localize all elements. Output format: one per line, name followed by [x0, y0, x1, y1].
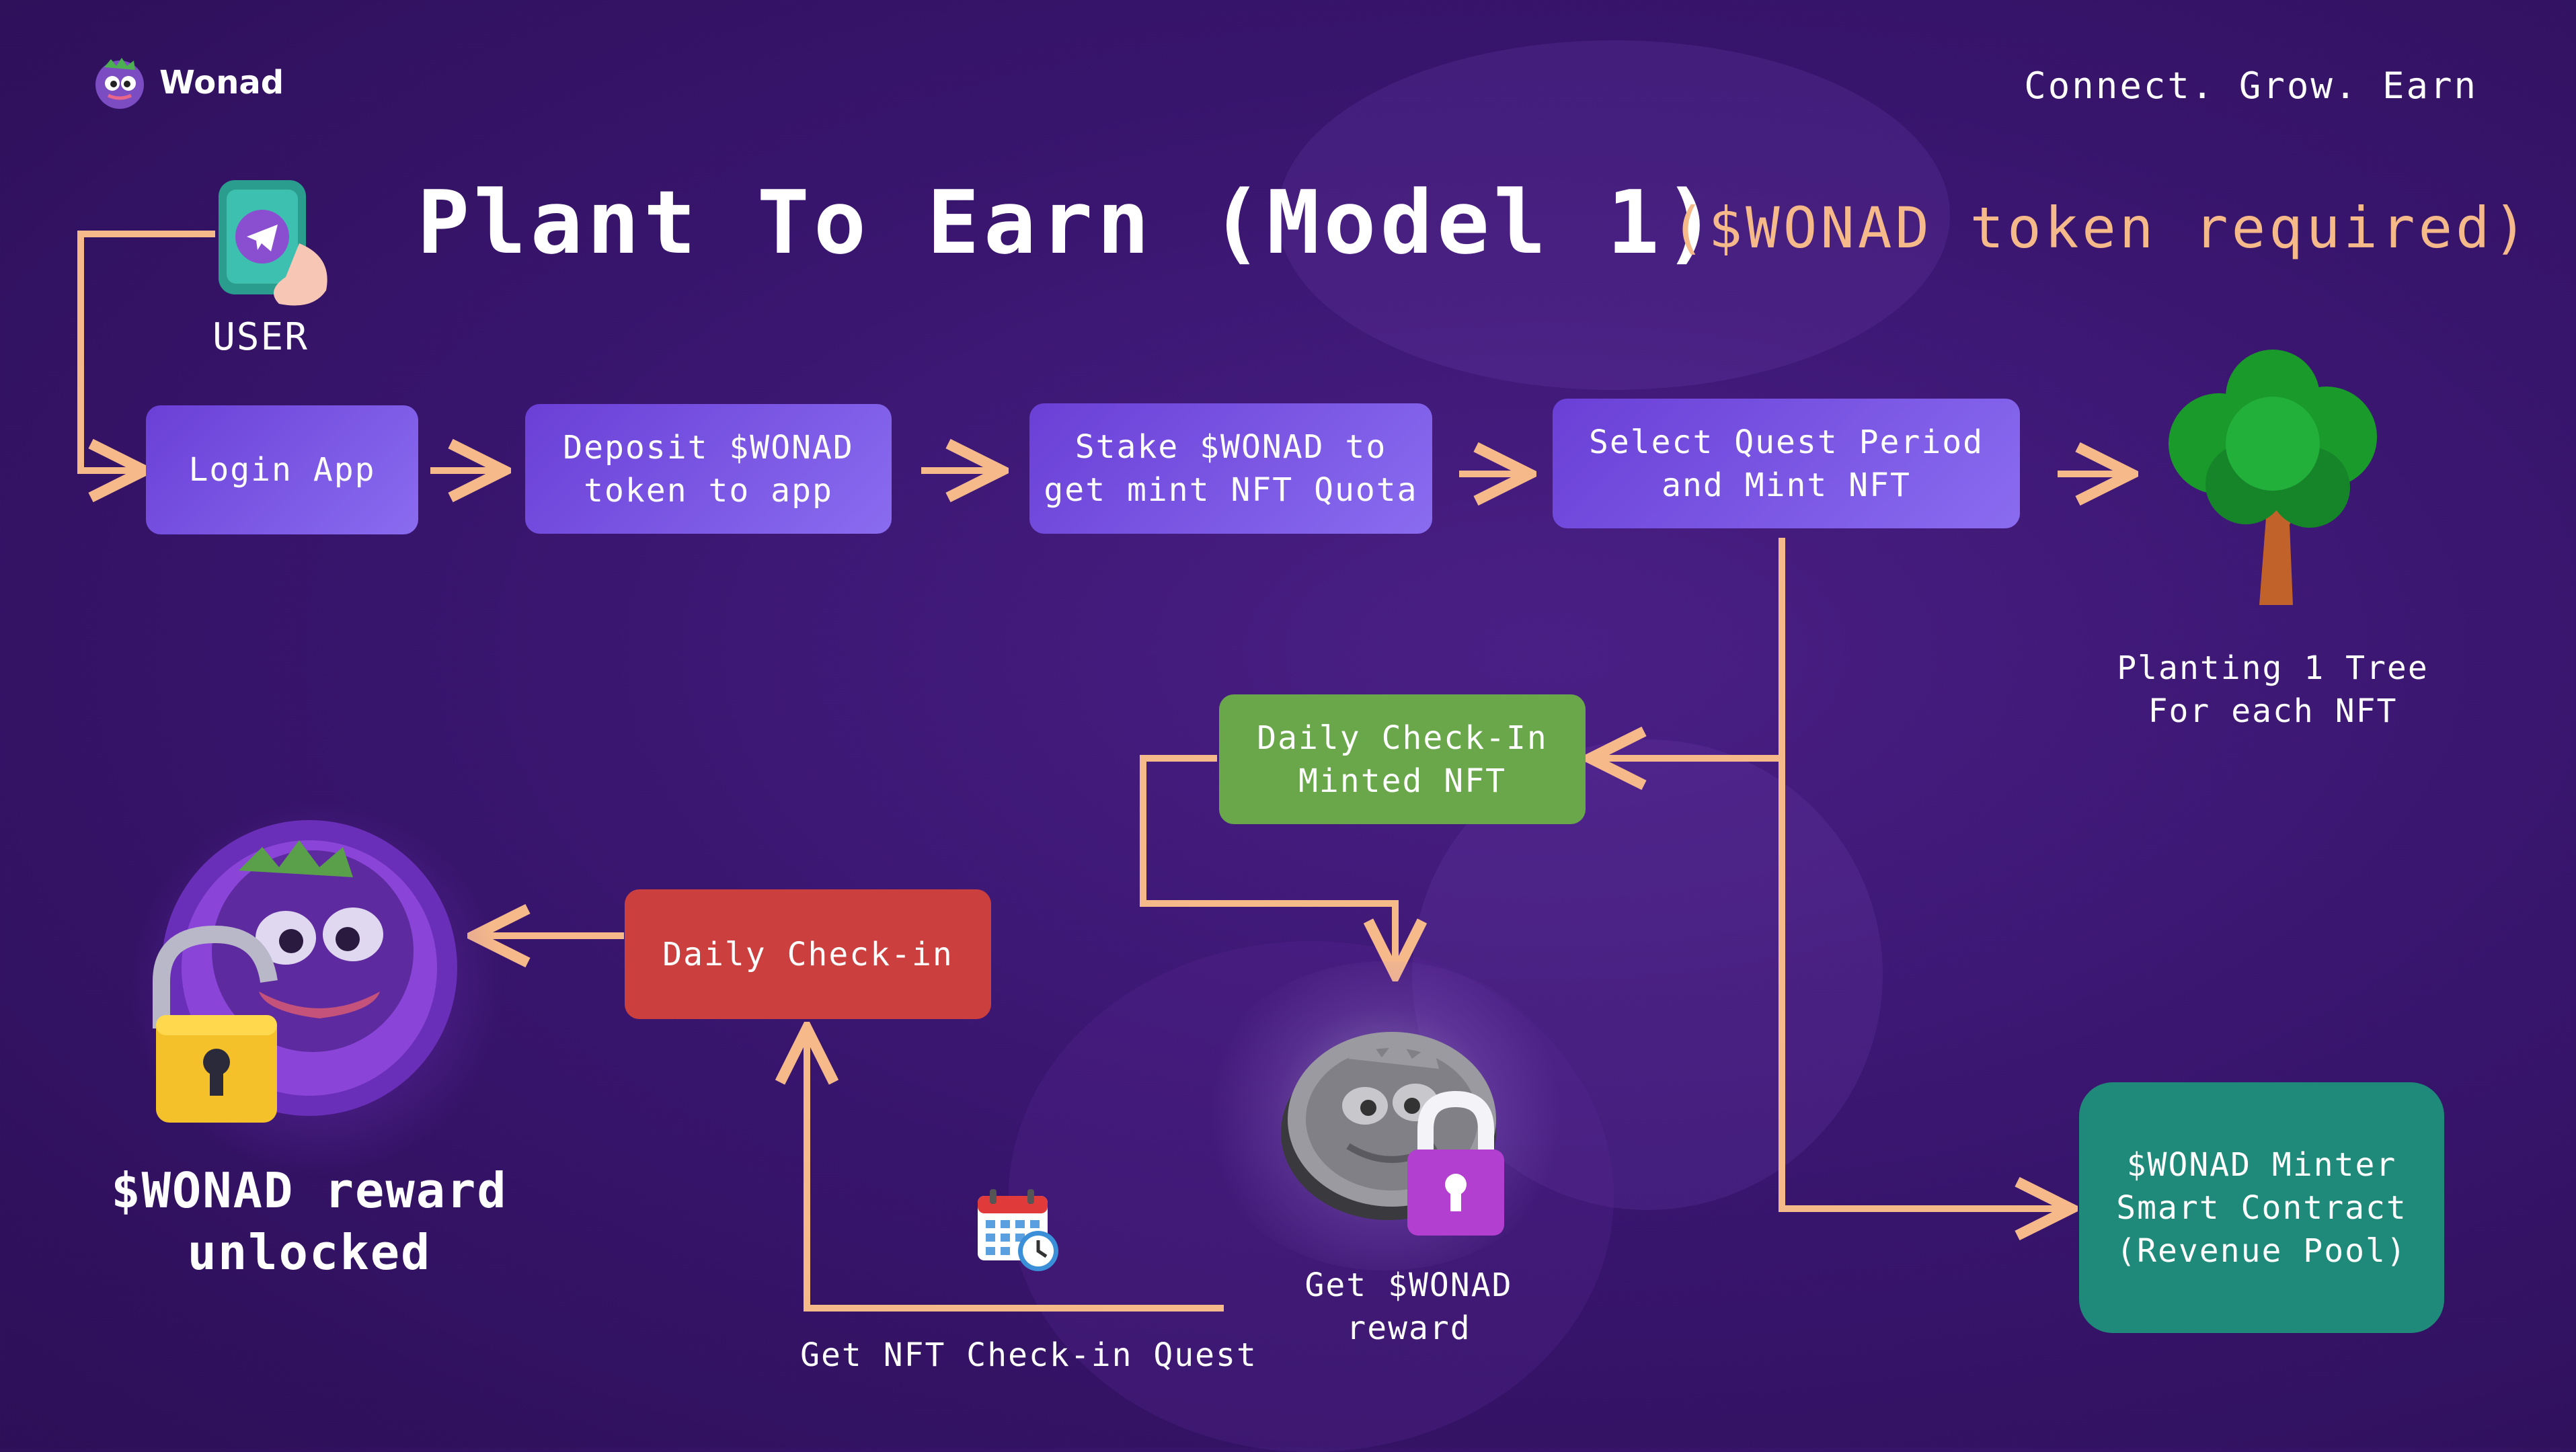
background-blob [1278, 40, 1950, 390]
select-quest-step[interactable]: Select Quest Period and Mint NFT [1553, 399, 2020, 528]
unlocked-padlock-icon [153, 925, 278, 1123]
tagline: Connect. Grow. Earn [2024, 65, 2478, 107]
stake-token-step[interactable]: Stake $WONAD to get mint NFT Quota [1029, 403, 1432, 534]
reward-unlocked-label: $WONAD reward unlocked [111, 1162, 508, 1281]
locked-padlock-icon [1407, 1090, 1504, 1236]
daily-checkin-minted-nft[interactable]: Daily Check-In Minted NFT [1219, 694, 1586, 824]
connector-quest-checkin [807, 1035, 1224, 1312]
tree-label: Planting 1 Tree For each NFT [2117, 649, 2429, 730]
get-reward-label: Get $WONAD reward [1304, 1266, 1513, 1347]
background-blob [1009, 941, 1614, 1452]
page-subtitle: ($WONAD token required) [1671, 195, 2531, 261]
connector-user-login [77, 231, 215, 471]
login-app-step[interactable]: Login App [146, 405, 418, 534]
minter-smart-contract[interactable]: $WONAD Minter Smart Contract (Revenue Po… [2079, 1082, 2444, 1333]
tree-icon [2169, 350, 2377, 605]
calendar-clock-icon [978, 1189, 1058, 1271]
nft-checkin-quest-label: Get NFT Check-in Quest [800, 1336, 1257, 1374]
connector-daily-minted-reward [1140, 755, 1395, 968]
daily-checkin-step[interactable]: Daily Check-in [625, 889, 991, 1019]
brand[interactable]: Wonad [91, 54, 284, 112]
connector-select-minter [1779, 538, 2064, 1209]
telegram-phone-icon [219, 180, 327, 306]
wonad-logo-icon [95, 58, 144, 109]
page-title: Plant To Earn (Model 1) [417, 171, 1721, 274]
deposit-token-step[interactable]: Deposit $WONAD token to app [525, 404, 892, 534]
user-label: USER [212, 315, 309, 359]
brand-name: Wonad [159, 64, 284, 102]
